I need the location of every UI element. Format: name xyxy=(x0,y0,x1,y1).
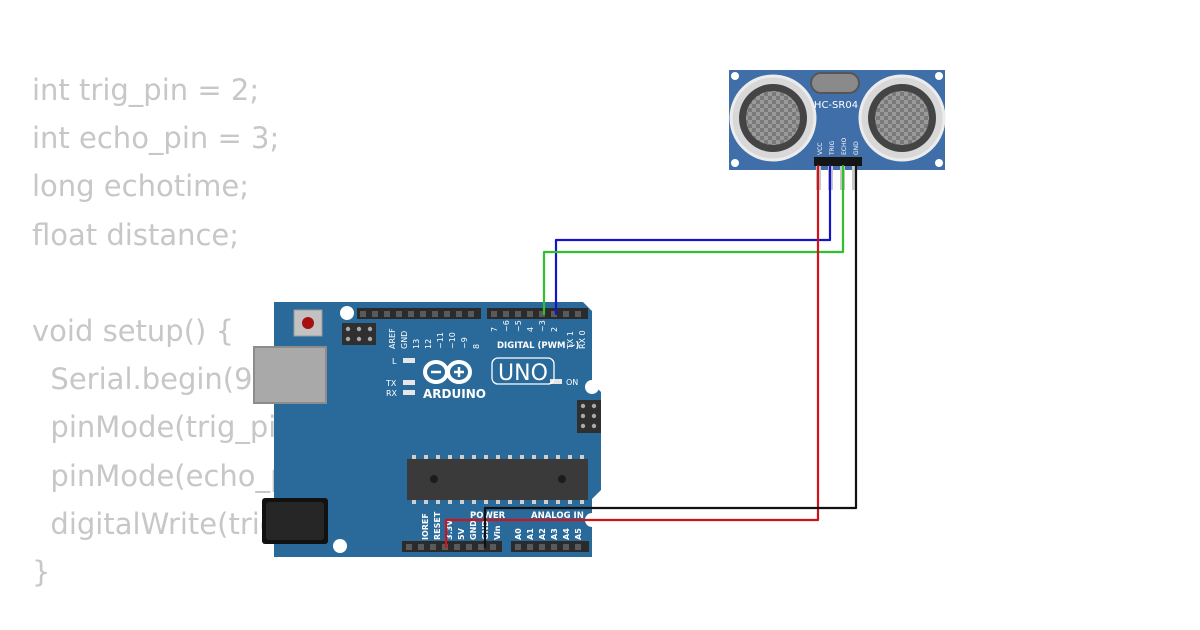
vcc-wire[interactable] xyxy=(444,164,820,549)
crystal-oscillator xyxy=(810,72,860,94)
icsp-header-right xyxy=(577,400,601,433)
pin-label: ~9 xyxy=(460,337,469,349)
pin-label: A4 xyxy=(562,528,571,540)
ultrasonic-sensor[interactable]: HC-SR04 VCC TRIG ECHO GND xyxy=(729,70,946,190)
code-line: int echo_pin = 3; xyxy=(32,121,280,156)
sensor-pin-gnd-label: GND xyxy=(853,141,860,155)
power-header-label: POWER xyxy=(470,511,506,521)
pin-label: 4 xyxy=(526,327,535,332)
pin-label: AREF xyxy=(388,328,397,349)
digital-pin-labels: AREF GND 13 12 ~11 ~10 ~9 8 7 ~6 ~5 4 ~3… xyxy=(388,320,587,350)
pin-label: A1 xyxy=(526,528,535,540)
analog-pin-labels: A0 A1 A2 A3 A4 A5 xyxy=(514,528,583,540)
code-line: long echotime; xyxy=(32,169,250,204)
usb-b-connector[interactable] xyxy=(253,346,327,404)
led-label-tx: TX xyxy=(385,379,397,388)
analog-header[interactable] xyxy=(511,541,589,552)
digital-header-label: DIGITAL (PWM ~) xyxy=(497,341,579,351)
reset-button[interactable] xyxy=(293,309,323,337)
pin-label: ~3 xyxy=(538,320,547,332)
pin-label: ~11 xyxy=(436,332,445,349)
digital-header[interactable] xyxy=(357,308,588,319)
pin-label: 5V xyxy=(457,527,466,540)
sensor-pin-echo-label: ECHO xyxy=(841,138,848,155)
board-brand: ARDUINO xyxy=(423,387,486,401)
pin-label: GND xyxy=(400,331,409,349)
led-label-on: ON xyxy=(566,378,578,387)
sensor-pin-vcc-label: VCC xyxy=(817,143,824,155)
code-line: void setup() { xyxy=(32,313,234,348)
arduino-uno-board[interactable]: AREF GND 13 12 ~11 ~10 ~9 8 7 ~6 ~5 4 ~3… xyxy=(253,302,601,557)
board-model: UNO xyxy=(498,361,548,386)
pin-label: 13 xyxy=(412,339,421,349)
pin-label: 8 xyxy=(472,344,481,349)
uno-badge xyxy=(491,357,555,385)
pin-label: 12 xyxy=(424,339,433,349)
pin-label: RESET xyxy=(433,511,442,540)
pin-label: RX 0 xyxy=(578,330,587,349)
pin-label: A3 xyxy=(550,528,559,540)
code-line: float distance; xyxy=(32,217,240,252)
code-line: int trig_pin = 2; xyxy=(32,73,260,107)
pin-label: ~10 xyxy=(448,332,457,349)
atmega-chip xyxy=(407,455,588,504)
transducer-left xyxy=(729,74,817,162)
led-label-l: L xyxy=(392,357,397,366)
pin-label: A2 xyxy=(538,528,547,540)
sensor-model-label: HC-SR04 xyxy=(814,100,858,111)
icsp-header-top xyxy=(342,323,376,345)
pin-label: Vin xyxy=(493,525,502,540)
transducer-right xyxy=(858,74,946,162)
status-leds: L TX RX ON xyxy=(385,357,578,398)
power-header[interactable] xyxy=(402,541,502,552)
pin-label: 3.3V xyxy=(445,519,454,540)
code-line: } xyxy=(32,554,51,589)
wires xyxy=(444,164,858,549)
sensor-pin-trig-label: TRIG xyxy=(829,140,836,156)
dc-power-jack[interactable] xyxy=(262,498,328,544)
pin-label: ~6 xyxy=(502,320,511,332)
pin-label: 2 xyxy=(550,327,559,332)
pin-label: IOREF xyxy=(421,513,430,540)
pin-label: TX 1 xyxy=(566,331,575,350)
pin-label: 7 xyxy=(490,327,499,332)
analog-header-label: ANALOG IN xyxy=(531,511,584,521)
pin-label: A0 xyxy=(514,528,523,540)
arduino-logo xyxy=(423,360,472,384)
gnd-wire[interactable] xyxy=(483,164,858,549)
led-label-rx: RX xyxy=(386,389,398,398)
echo-wire[interactable] xyxy=(542,164,845,316)
pin-label: ~5 xyxy=(514,320,523,332)
trig-wire[interactable] xyxy=(554,164,832,316)
pin-label: A5 xyxy=(574,528,583,540)
pin-label: GND xyxy=(469,520,478,540)
